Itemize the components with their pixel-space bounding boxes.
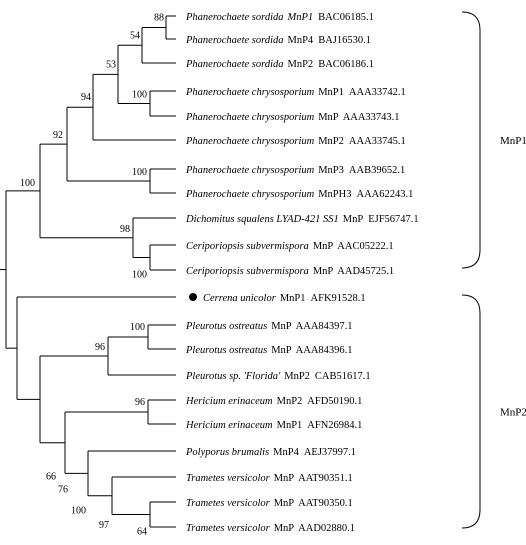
highlight-dot-icon bbox=[189, 293, 197, 301]
bootstrap-value: 100 bbox=[20, 178, 35, 189]
bootstrap-value: 97 bbox=[99, 520, 109, 531]
bootstrap-value: 94 bbox=[81, 92, 91, 103]
bootstrap-value: 54 bbox=[130, 30, 140, 41]
bootstrap-value: 100 bbox=[132, 167, 147, 178]
bootstrap-value: 76 bbox=[58, 485, 68, 496]
bootstrap-value: 53 bbox=[106, 59, 116, 70]
bootstrap-value: 66 bbox=[46, 471, 56, 482]
tree-branches bbox=[0, 15, 176, 528]
bootstrap-value: 88 bbox=[154, 13, 164, 24]
bootstrap-value: 96 bbox=[95, 342, 105, 353]
bootstrap-values: 8854539492100100100981001009666967610097… bbox=[20, 13, 164, 538]
bootstrap-value: 64 bbox=[137, 527, 147, 538]
mnp2-clade-label: MnP2 bbox=[500, 407, 526, 419]
bootstrap-value: 100 bbox=[71, 505, 86, 516]
bootstrap-value: 100 bbox=[130, 322, 145, 333]
mnp1-clade-bracket bbox=[461, 11, 481, 269]
bootstrap-value: 96 bbox=[135, 397, 145, 408]
bootstrap-value: 98 bbox=[120, 224, 130, 235]
mnp2-clade-bracket bbox=[461, 294, 481, 529]
bootstrap-value: 100 bbox=[132, 270, 147, 281]
mnp1-clade-label: MnP1 bbox=[500, 135, 526, 147]
bootstrap-value: 92 bbox=[53, 130, 63, 141]
bootstrap-value: 100 bbox=[132, 90, 147, 101]
